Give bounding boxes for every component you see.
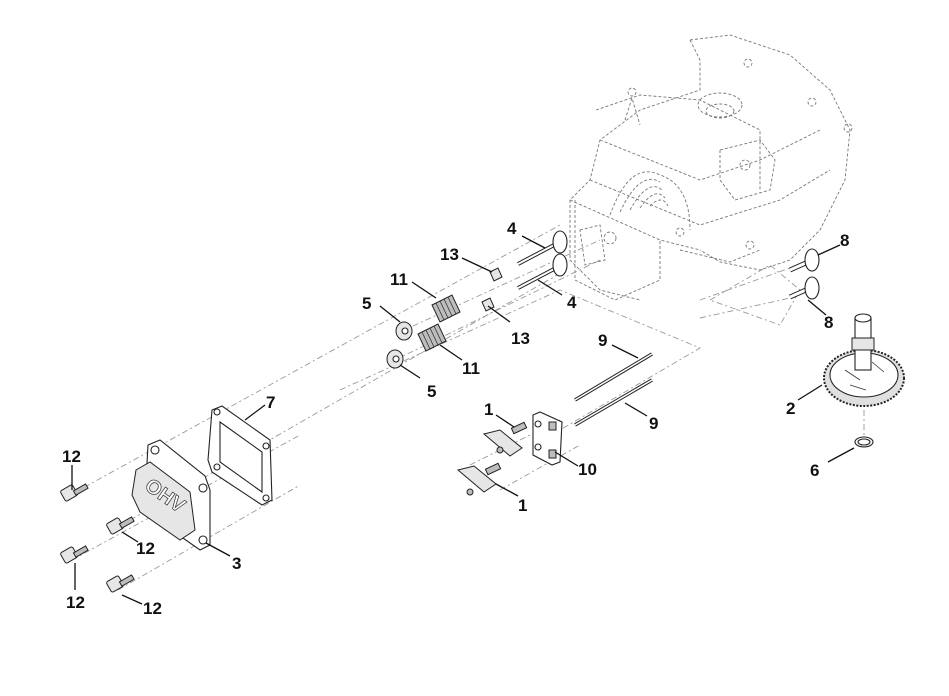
callout-9: 9 xyxy=(649,414,658,433)
callout-6: 6 xyxy=(810,461,819,480)
callout-11: 11 xyxy=(462,359,480,378)
spring-retainer-part-5[interactable] xyxy=(395,321,413,341)
valve-stem-seal-part-13[interactable] xyxy=(489,267,503,282)
callout-1: 1 xyxy=(518,496,527,515)
callout-8: 8 xyxy=(840,231,849,250)
screw-part-12[interactable] xyxy=(106,516,135,535)
callout-12: 12 xyxy=(143,599,162,618)
valve-spring-part-11[interactable] xyxy=(417,323,447,352)
callout-1: 1 xyxy=(484,400,493,419)
leader-lines xyxy=(71,235,855,605)
callout-11: 11 xyxy=(390,270,408,289)
screw-part-12[interactable] xyxy=(60,483,89,502)
callout-4: 4 xyxy=(567,293,577,312)
valve-spring-part-11[interactable] xyxy=(431,294,461,323)
tappet-part-8[interactable] xyxy=(788,248,820,273)
push-rod-part-9[interactable] xyxy=(574,378,653,427)
camshaft-gear-part-2[interactable] xyxy=(823,313,905,407)
callout-5: 5 xyxy=(362,294,371,313)
valve-part-4[interactable] xyxy=(517,230,568,266)
callout-2: 2 xyxy=(786,399,795,418)
push-rod-part-9[interactable] xyxy=(574,352,653,402)
guide-plate-part-10[interactable] xyxy=(532,411,563,466)
callout-3: 3 xyxy=(232,554,241,573)
washer-part-6[interactable] xyxy=(854,436,874,448)
callout-9: 9 xyxy=(598,331,607,350)
screw-part-12[interactable] xyxy=(106,574,135,593)
rocker-arm-part-1[interactable] xyxy=(456,462,502,496)
callout-labels: 12 12 12 12 3 7 5 5 11 11 13 13 4 4 9 9 … xyxy=(62,219,849,618)
valve-part-4[interactable] xyxy=(517,253,568,290)
callout-4: 4 xyxy=(507,219,517,238)
callout-7: 7 xyxy=(266,393,275,412)
callout-12: 12 xyxy=(62,447,81,466)
screw-part-12[interactable] xyxy=(60,545,89,564)
callout-13: 13 xyxy=(511,329,530,348)
valve-cover-part-3[interactable]: OHV xyxy=(131,439,211,551)
callout-13: 13 xyxy=(440,245,459,264)
callout-5: 5 xyxy=(427,382,436,401)
engine-block-ghost xyxy=(569,34,853,301)
rocker-arm-part-1[interactable] xyxy=(482,421,528,457)
callout-12: 12 xyxy=(136,539,155,558)
callout-10: 10 xyxy=(578,460,597,479)
spring-retainer-part-5[interactable] xyxy=(386,349,404,369)
callout-8: 8 xyxy=(824,313,833,332)
tappet-part-8[interactable] xyxy=(788,276,820,300)
cover-gasket-part-7[interactable] xyxy=(207,405,273,506)
callout-12: 12 xyxy=(66,593,85,612)
